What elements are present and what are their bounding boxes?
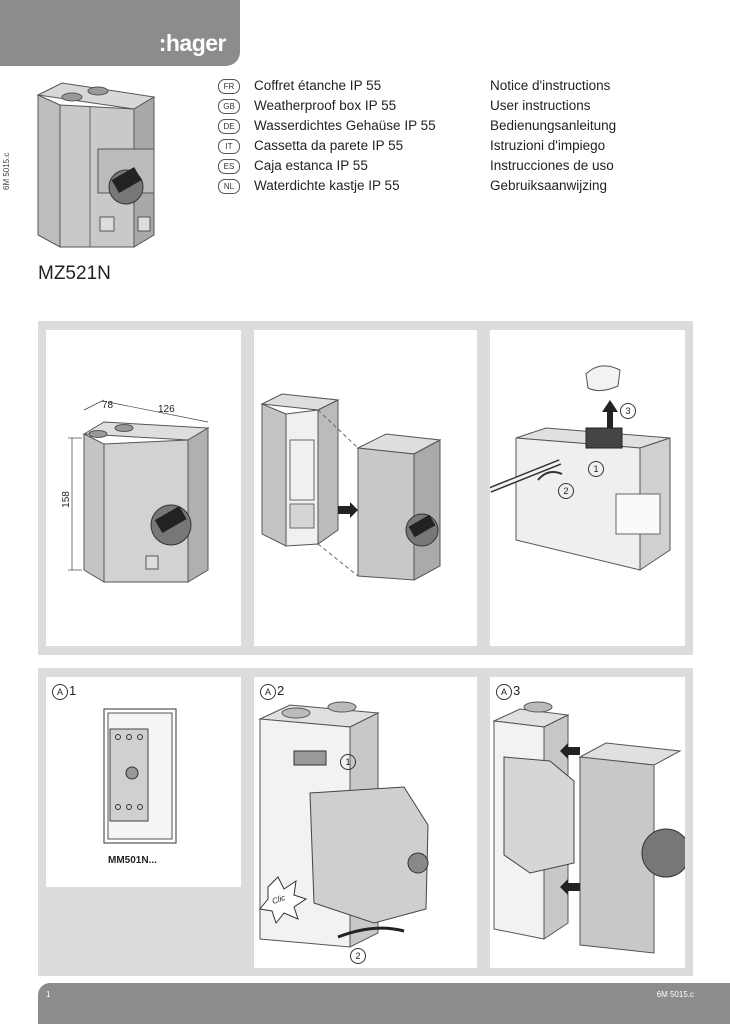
a3-drawing bbox=[492, 701, 685, 954]
dim-depth-label: 78 bbox=[102, 400, 114, 411]
hager-logo: :hager bbox=[158, 30, 227, 56]
side-doc-code: 6M 5015.c bbox=[2, 152, 11, 190]
a2-step-marker-2: 2 bbox=[350, 947, 367, 965]
lang-instructions: Notice d'instructions bbox=[490, 78, 611, 93]
step-marker-2: 2 bbox=[558, 482, 575, 500]
dim-height-label: 158 bbox=[60, 491, 72, 508]
panel-handle-removal: 1 2 3 bbox=[490, 330, 685, 646]
lang-instructions: Bedienungsanleitung bbox=[490, 118, 617, 133]
lang-title: Caja estanca IP 55 bbox=[254, 158, 368, 173]
footer-doc-code: 6M 5015.c bbox=[656, 990, 694, 999]
box-opening-drawing bbox=[260, 393, 442, 581]
lang-title: Coffret étanche IP 55 bbox=[254, 78, 382, 93]
mm501-drawing bbox=[103, 708, 177, 844]
lang-code-badge: ES bbox=[218, 159, 240, 174]
a2-step-marker-1: 1 bbox=[340, 753, 357, 771]
step-marker-1: 1 bbox=[588, 460, 605, 478]
page-number: 1 bbox=[46, 990, 51, 999]
product-box-illustration bbox=[36, 82, 156, 248]
step-marker-3: 3 bbox=[620, 402, 637, 420]
a2-drawing bbox=[258, 701, 429, 948]
lang-instructions: User instructions bbox=[490, 98, 591, 113]
lang-code-badge: IT bbox=[218, 139, 240, 154]
lang-code-badge: DE bbox=[218, 119, 240, 134]
lang-code-badge: FR bbox=[218, 79, 240, 94]
lang-code-badge: GB bbox=[218, 99, 240, 114]
lang-title: Cassetta da parete IP 55 bbox=[254, 138, 404, 153]
lang-title: Waterdichte kastje IP 55 bbox=[254, 178, 400, 193]
dimension-drawing bbox=[68, 399, 210, 583]
handle-removal-drawing bbox=[490, 365, 671, 571]
footer-bar bbox=[38, 983, 730, 1024]
panel-dimensions: 78 126 158 bbox=[46, 330, 241, 646]
mm501-label: MM501N... bbox=[108, 855, 157, 866]
header-tab: :hager bbox=[0, 0, 240, 66]
lang-instructions: Istruzioni d'impiego bbox=[490, 138, 606, 153]
lang-title: Weatherproof box IP 55 bbox=[254, 98, 397, 113]
lang-instructions: Gebruiksaanwijzing bbox=[490, 178, 608, 193]
dim-width-label: 126 bbox=[158, 404, 175, 415]
product-model: MZ521N bbox=[38, 263, 111, 284]
lang-code-badge: NL bbox=[218, 179, 240, 194]
panel-box-opening bbox=[254, 330, 477, 646]
lang-instructions: Instrucciones de uso bbox=[490, 158, 614, 173]
lang-title: Wasserdichtes Gehaüse IP 55 bbox=[254, 118, 436, 133]
